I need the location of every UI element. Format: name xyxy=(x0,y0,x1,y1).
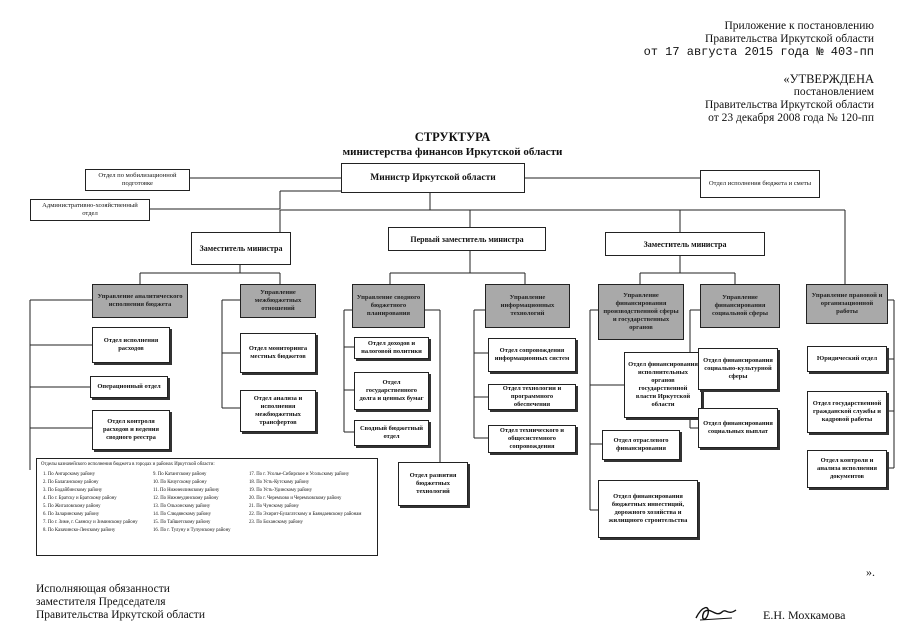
dept-sectoral: Отдел отраслевого финансирования xyxy=(602,430,680,460)
appendix-line-2: Правительства Иркутской области xyxy=(705,33,874,45)
mgmt-production: Управление финансирования производственн… xyxy=(598,284,684,340)
admin-dept: Административно-хозяйственный отдел xyxy=(30,199,150,221)
deputy-minister-right: Заместитель министра xyxy=(605,232,765,256)
approval-header: «УТВЕРЖДЕНА постановлением Правительства… xyxy=(705,73,874,125)
dept-expenses: Отдел исполнения расходов xyxy=(92,327,170,363)
legend-title: Отделы казначейского исполнения бюджета … xyxy=(41,462,215,467)
mgmt-social: Управление финансирования социальной сфе… xyxy=(700,284,780,328)
dept-operational: Операционный отдел xyxy=(90,376,168,398)
dept-control-docs: Отдел контроля и анализа исполнения доку… xyxy=(807,450,887,488)
mgmt-interbudget: Управление межбюджетных отношений xyxy=(240,284,316,318)
legend-item: 8. По Казачинско-Ленскому району xyxy=(43,528,116,533)
acting-line-3: Правительства Иркутской области xyxy=(36,609,205,621)
dept-budget-tech: Отдел развития бюджетных технологий xyxy=(398,462,468,506)
acting-line-2: заместителя Председателя xyxy=(36,596,166,608)
dept-control: Отдел контроля расходов и ведения сводно… xyxy=(92,410,170,450)
appendix-header: Приложение к постановлению Правительства… xyxy=(644,20,874,59)
dept-investments: Отдел финансирования бюджетных инвестици… xyxy=(598,480,698,538)
mgmt-analytics: Управление аналитического исполнения бюд… xyxy=(92,284,188,318)
signer-name: Е.Н. Мохкамова xyxy=(763,608,846,622)
dept-monitoring: Отдел мониторинга местных бюджетов xyxy=(240,333,316,373)
appendix-line-3: от 17 августа 2015 года № 403-пп xyxy=(643,45,874,59)
dept-debt: Отдел государственного долга и ценных бу… xyxy=(354,372,429,410)
legend-item: 3. По Бодайбинскому району xyxy=(43,488,103,493)
legend-item: 22. По Эхирит-Булагатскому и Баяндаевско… xyxy=(249,512,362,517)
first-deputy-minister: Первый заместитель министра xyxy=(388,227,546,251)
legend-item: 15. По Тайшетскому району xyxy=(153,520,211,525)
dept-transfers: Отдел анализа и исполнения межбюджетных … xyxy=(240,390,316,432)
mgmt-it: Управление информационных технологий xyxy=(485,284,570,328)
legend-item: 10. По Качугскому району xyxy=(153,480,207,485)
legend-column-2: 9. По Катангскому району 10. По Качугско… xyxy=(153,471,231,535)
deputy-minister-left: Заместитель министра xyxy=(191,232,291,265)
legend-item: 7. По г. Зиме, г. Саянску и Зиминскому р… xyxy=(43,520,138,525)
legend-item: 17. По г. Усолье-Сибирское и Усольскому … xyxy=(249,472,350,477)
legend-item: 4. По г. Братску и Братскому району xyxy=(43,496,117,501)
legend-item: 21. По Чунскому району xyxy=(249,504,299,509)
approved-line-4: от 23 декабря 2008 года № 120-пп xyxy=(708,112,874,124)
approved-line-3: Правительства Иркутской области xyxy=(705,99,874,111)
dept-social-payments: Отдел финансирования социальных выплат xyxy=(698,408,778,448)
approved-line-1: «УТВЕРЖДЕНА xyxy=(783,72,874,86)
legend-item: 2. По Балаганскому району xyxy=(43,480,99,485)
legend-item: 6. По Заларинскому району xyxy=(43,512,100,517)
legend-item: 16. По г. Тулуну и Тулунскому району xyxy=(153,528,231,533)
legend-item: 13. По Ольхонскому району xyxy=(153,504,211,509)
legend-item: 20. По г. Черемхово и Черемховскому райо… xyxy=(249,496,342,501)
legend-item: 18. По Усть-Кутскому району xyxy=(249,480,310,485)
legend-item: 12. По Нижнеудинскому району xyxy=(153,496,219,501)
dept-info-support: Отдел сопровождения информационных систе… xyxy=(488,338,576,372)
closing-quote: ». xyxy=(866,565,875,579)
mobilization-dept: Отдел по мобилизационной подготовке xyxy=(85,169,190,191)
mgmt-consolidated: Управление сводного бюджетного планирова… xyxy=(352,284,425,328)
handwritten-signature-icon xyxy=(695,607,737,621)
structure-subtitle: министерства финансов Иркутской области xyxy=(342,146,563,158)
acting-line-1: Исполняющая обязанности xyxy=(36,583,170,595)
treasury-offices-legend: Отделы казначейского исполнения бюджета … xyxy=(36,458,378,556)
legend-column-1: 1. По Ангарскому району 2. По Балаганско… xyxy=(43,471,138,535)
structure-title: СТРУКТУРА xyxy=(414,130,491,144)
dept-civil-service: Отдел государственной гражданской службы… xyxy=(807,391,887,433)
dept-tech-software: Отдел технологии и программного обеспече… xyxy=(488,384,576,410)
legend-item: 14. По Слюдянскому району xyxy=(153,512,212,517)
appendix-line-1: Приложение к постановлению xyxy=(724,20,874,32)
legend-item: 5. По Жигаловскому району xyxy=(43,504,101,509)
dept-revenue: Отдел доходов и налоговой политики xyxy=(354,337,429,359)
legend-item: 23. По Боханскому району xyxy=(249,520,303,525)
approved-line-2: постановлением xyxy=(793,86,874,98)
dept-culture: Отдел финансирования социально-культурно… xyxy=(698,348,778,390)
mgmt-legal: Управление правовой и организационной ра… xyxy=(806,284,888,324)
dept-exec-bodies: Отдел финансирования исполнительных орга… xyxy=(624,352,702,418)
legend-column-3: 17. По г. Усолье-Сибирское и Усольскому … xyxy=(249,471,361,527)
legend-item: 9. По Катангскому району xyxy=(153,472,207,477)
legend-item: 11. По Нижнеилимскому району xyxy=(153,488,220,493)
dept-legal: Юридический отдел xyxy=(807,346,887,372)
budget-execution-dept: Отдел исполнения бюджета и сметы xyxy=(700,170,820,198)
legend-item: 1. По Ангарскому району xyxy=(43,472,95,477)
legend-item: 19. По Усть-Удинскому району xyxy=(249,488,313,493)
minister-box: Министр Иркутской области xyxy=(341,163,525,193)
dept-tech-common: Отдел технического и общесистемного сопр… xyxy=(488,425,576,453)
dept-consolidated: Сводный бюджетный отдел xyxy=(354,420,429,446)
acting-official-block: Исполняющая обязанности заместителя Пред… xyxy=(36,583,205,622)
